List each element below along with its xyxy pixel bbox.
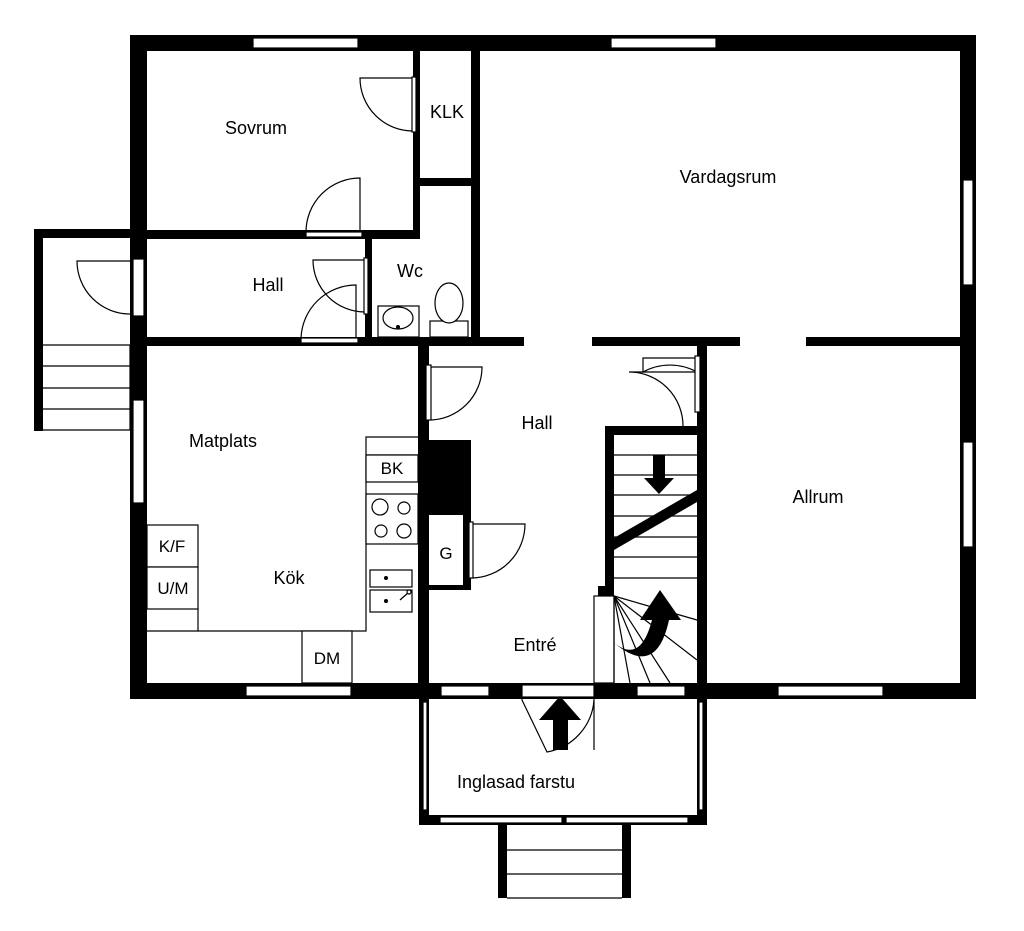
label-wc: Wc: [397, 261, 423, 281]
label-sovrum: Sovrum: [225, 118, 287, 138]
label-hall-center: Hall: [521, 413, 552, 433]
label-g: G: [439, 544, 452, 563]
side-annex: [34, 229, 131, 431]
entrance-arrow: [539, 696, 581, 750]
label-bk: BK: [381, 459, 404, 478]
label-dm: DM: [314, 649, 340, 668]
stair-down-arrow: [644, 455, 674, 494]
staircase: [593, 454, 698, 684]
label-entre: Entré: [513, 635, 556, 655]
label-um: U/M: [157, 579, 188, 598]
glazed-porch: [419, 699, 707, 899]
stair-up-arrow: [612, 590, 681, 657]
appliance-labels: BK K/F U/M DM G: [157, 459, 452, 668]
label-hall-upper: Hall: [252, 275, 283, 295]
label-kok: Kök: [273, 568, 305, 588]
label-kf: K/F: [159, 537, 185, 556]
kitchen-fixtures: [146, 436, 419, 684]
doors: [76, 76, 701, 753]
room-labels: Sovrum KLK Vardagsrum Hall Wc Matplats H…: [189, 102, 844, 792]
label-allrum: Allrum: [792, 487, 843, 507]
label-matplats: Matplats: [189, 431, 257, 451]
windows: [132, 37, 974, 698]
label-klk: KLK: [430, 102, 464, 122]
wc-fixtures: [377, 282, 469, 338]
label-inglasad-farstu: Inglasad farstu: [457, 772, 575, 792]
label-vardagsrum: Vardagsrum: [680, 167, 777, 187]
interior-walls: [147, 51, 960, 683]
